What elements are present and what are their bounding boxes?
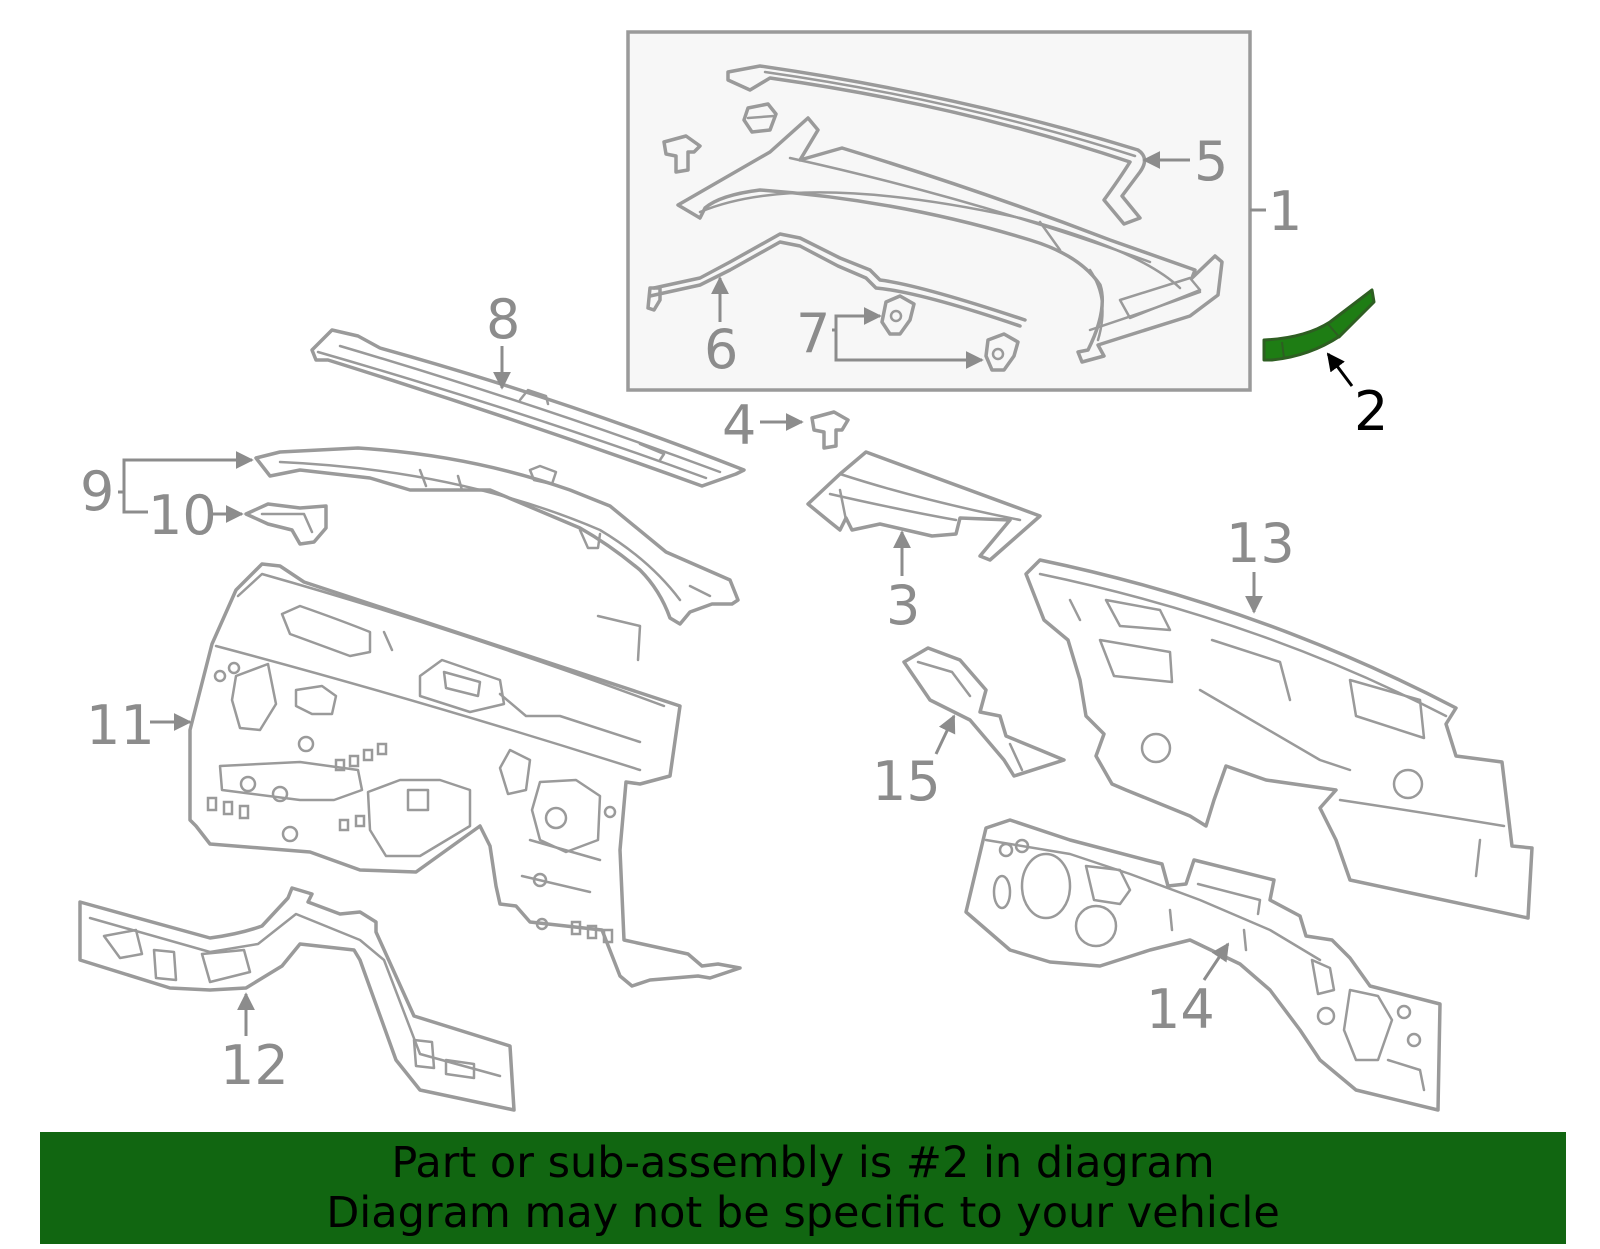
callout-8: 8 — [486, 288, 520, 351]
callout-6: 6 — [704, 318, 738, 381]
part-4-clip — [810, 410, 850, 450]
leader-9b — [122, 492, 148, 514]
leader-14 — [1202, 942, 1230, 981]
banner-line-disclaimer: Diagram may not be specific to your vehi… — [326, 1188, 1280, 1238]
part-7-nozzle-b — [984, 332, 1020, 372]
part-3-panel — [806, 450, 1042, 562]
part-5-seal — [726, 64, 1147, 226]
leader-15 — [934, 714, 956, 755]
leader-2 — [1326, 352, 1354, 387]
part-12-reinforcement — [78, 886, 516, 1112]
callout-9: 9 — [80, 460, 114, 523]
part-13-insulator — [1024, 558, 1534, 920]
part-1-clip-left — [662, 134, 702, 174]
callout-7: 7 — [796, 302, 830, 365]
part-2-bracket — [1262, 288, 1376, 362]
callout-15: 15 — [872, 750, 941, 813]
leader-7b — [834, 330, 984, 369]
part-1-clip-top — [742, 102, 778, 134]
callout-14: 14 — [1146, 978, 1215, 1041]
part-9-cowl-lower — [254, 446, 740, 626]
callout-labels: 1 2 3 4 5 6 7 8 9 10 11 12 13 14 15 — [80, 130, 1388, 1097]
part-7-nozzle-a — [880, 294, 916, 336]
banner-line-part: Part or sub-assembly is #2 in diagram — [391, 1138, 1215, 1188]
callout-11: 11 — [86, 694, 155, 757]
info-banner: Part or sub-assembly is #2 in diagram Di… — [40, 1132, 1566, 1244]
part-14-lower-insulator — [964, 818, 1442, 1112]
leader-lines — [118, 151, 1354, 1036]
callout-5: 5 — [1194, 130, 1228, 193]
part-1-cowl-panel — [676, 116, 1224, 364]
callout-12: 12 — [220, 1034, 289, 1097]
part-8-crossmember — [310, 328, 746, 488]
callout-10: 10 — [148, 484, 217, 547]
part-15-insulator-piece — [902, 646, 1066, 778]
callout-1: 1 — [1268, 180, 1302, 243]
callout-13: 13 — [1226, 512, 1295, 575]
part-10-bracket — [244, 502, 328, 546]
leader-7a — [832, 307, 882, 332]
parts-diagram: 1 2 3 4 5 6 7 8 9 10 11 12 13 14 15 — [78, 30, 1534, 1112]
callout-4: 4 — [722, 394, 756, 457]
callout-3: 3 — [886, 574, 920, 637]
callout-2: 2 — [1354, 380, 1388, 443]
part-11-dash-panel — [188, 562, 742, 988]
part-6-hose — [646, 232, 1027, 328]
leader-9 — [118, 451, 254, 494]
